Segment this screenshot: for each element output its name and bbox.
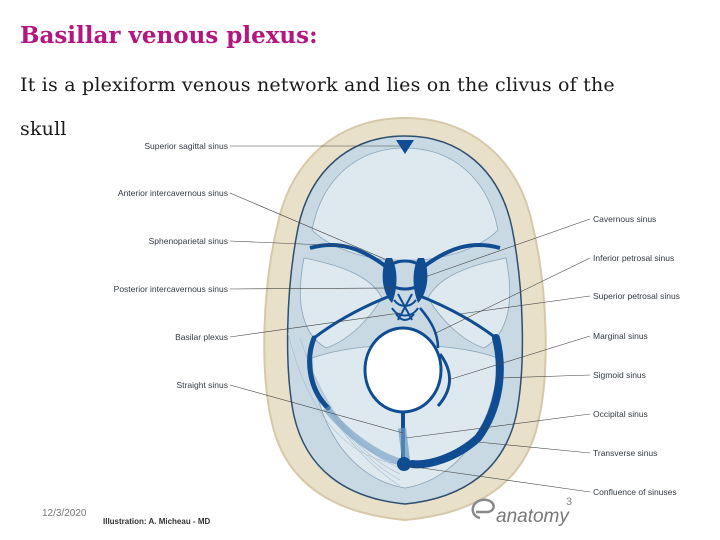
sphenoparietal-sinus-right <box>420 243 501 270</box>
illustration-credit: Illustration: A. Micheau - MD <box>100 516 214 527</box>
sigmoid-transverse-sinus-right <box>408 334 504 469</box>
leader-lines <box>229 145 591 493</box>
logo-wordmark: anatomy <box>496 506 569 527</box>
body-text-line-1: It is a plexiform venous network and lie… <box>20 74 615 96</box>
label-occipital-sinus: Occipital sinus <box>593 409 648 419</box>
label-inferior-petrosal-sinus: Inferior petrosal sinus <box>593 253 674 263</box>
superior-petrosal-sinus-right <box>419 294 497 340</box>
label-cavernous-sinus: Cavernous sinus <box>593 214 656 224</box>
transverse-sinus-left <box>323 405 402 466</box>
middle-fossa-left <box>299 257 383 349</box>
label-superior-sagittal-sinus: Superior sagittal sinus <box>144 141 228 151</box>
label-anterior-intercavernous-sinus: Anterior intercavernous sinus <box>118 188 228 198</box>
label-superior-petrosal-sinus: Superior petrosal sinus <box>593 291 680 301</box>
inferior-petrosal-sinus-right <box>419 307 440 349</box>
sphenoparietal-sinus-left <box>309 243 390 270</box>
slide-date: 12/3/2020 <box>42 508 87 519</box>
cavernous-sinus-left <box>382 258 397 303</box>
basilar-plexus <box>391 293 419 321</box>
label-sigmoid-sinus: Sigmoid sinus <box>593 370 646 380</box>
label-straight-sinus: Straight sinus <box>177 380 229 390</box>
confluence-of-sinuses <box>397 457 411 471</box>
slide-title: Basillar venous plexus: <box>20 22 318 49</box>
anterior-intercavernous-sinus <box>391 259 419 266</box>
skull-base-illustration: Superior sagittal sinus Anterior interca… <box>114 116 680 522</box>
straight-sinus <box>398 427 410 461</box>
posterior-intercavernous-sinus <box>391 284 419 291</box>
body-text-line-2: skull <box>20 118 67 140</box>
superior-petrosal-sinus-left <box>313 294 391 340</box>
label-basilar-plexus: Basilar plexus <box>175 332 228 342</box>
label-sphenoparietal-sinus: Sphenoparietal sinus <box>149 236 228 246</box>
label-transverse-sinus: Transverse sinus <box>593 448 657 458</box>
label-confluence-of-sinuses: Confluence of sinuses <box>593 487 677 497</box>
e-anatomy-logo <box>471 498 495 520</box>
middle-fossa-right <box>427 257 511 349</box>
page-number: 3 <box>566 496 573 508</box>
label-marginal-sinus: Marginal sinus <box>593 331 648 341</box>
foramen-magnum <box>363 326 443 414</box>
cavernous-sinus-right <box>413 258 428 303</box>
label-posterior-intercavernous-sinus: Posterior intercavernous sinus <box>114 284 228 294</box>
sigmoid-sinus-left <box>307 335 331 411</box>
superior-sagittal-sinus <box>396 140 414 154</box>
